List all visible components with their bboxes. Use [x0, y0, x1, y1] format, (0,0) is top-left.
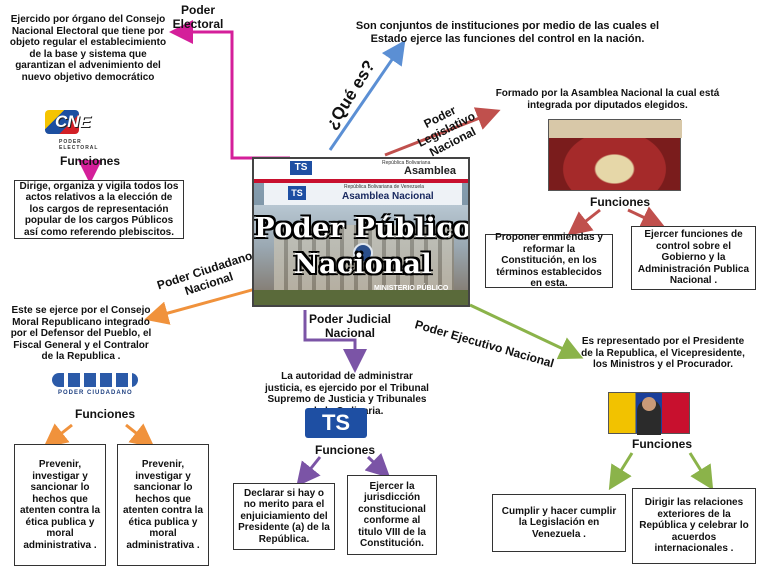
president-photo	[608, 392, 690, 435]
judicial-function-1: Declarar si hay o no merito para el enju…	[233, 483, 335, 550]
asamblea-photo	[548, 119, 682, 191]
center-title-line1: Poder Público	[254, 213, 470, 244]
banner-top-right-small: República Bolivariana	[382, 160, 431, 166]
legislativo-function-1: Proponer enmiendas y reformar la Constit…	[485, 232, 613, 289]
banner-small: República Bolivariana de Venezuela	[344, 184, 425, 190]
ejecutivo-function-1: Cumplir y hacer cumplir la Legislación e…	[492, 494, 626, 552]
que-es-definition: Son conjuntos de instituciones por medio…	[355, 20, 660, 45]
ciudadano-connector	[144, 283, 271, 325]
ciudadano-function-1: Prevenir, investigar y sancionar lo hech…	[14, 444, 106, 566]
cne-logo-caption: PODER ELECTORAL	[59, 139, 99, 151]
ciudadano-function-2: Prevenir, investigar y sancionar lo hech…	[117, 444, 209, 566]
tsj-logo: TS	[305, 408, 367, 438]
ejecutivo-connector	[469, 303, 584, 360]
building-sign: MINISTERIO PÚBLICO	[374, 285, 449, 292]
ciudadano-logo-caption: PODER CIUDADANO	[58, 390, 133, 396]
top-banner: TS República Bolivariana Asamblea	[254, 159, 468, 179]
cne-logo-text: CNE	[55, 112, 91, 131]
tsj-logo-small: TS	[290, 161, 312, 175]
banner-top-right: Asamblea	[404, 165, 456, 177]
banner-text: Asamblea Nacional	[342, 191, 434, 202]
center-title-line2: Nacional	[293, 249, 433, 280]
ejecutivo-function-2: Dirigir las relaciones exteriores de la …	[632, 488, 756, 564]
legislativo-function-2: Ejercer funciones de control sobre el Go…	[631, 226, 756, 290]
ciudadano-logo: PODER CIUDADANO	[52, 373, 138, 401]
electoral-title: Poder Electoral	[172, 3, 224, 31]
electoral-funciones-label: Funciones	[59, 154, 120, 168]
ciudadano-description: Este se ejerce por el Consejo Moral Repu…	[10, 305, 152, 362]
electoral-function-1: Dirige, organiza y vigila todos los acto…	[14, 180, 184, 239]
legislativo-funciones-label: Funciones	[589, 195, 650, 209]
ejecutivo-description: Es representado por el Presidente de la …	[581, 336, 745, 370]
legislativo-connector	[384, 107, 501, 157]
asamblea-banner: TS República Bolivariana de Venezuela As…	[264, 183, 462, 205]
ciudadano-funciones-label: Funciones	[74, 407, 135, 421]
cne-logo: CNE PODER ELECTORAL	[45, 108, 123, 151]
judicial-connector	[303, 310, 367, 373]
legislativo-description: Formado por la Asamblea Nacional la cual…	[495, 88, 720, 111]
que-es-connector	[328, 40, 406, 151]
judicial-funciones-label: Funciones	[314, 443, 375, 457]
judicial-function-2: Ejercer la jurisdicción constitucional c…	[347, 475, 437, 555]
tsj-logo-mini: TS	[288, 186, 306, 200]
judicial-title: Poder Judicial Nacional	[308, 312, 392, 340]
electoral-connector	[169, 20, 290, 160]
seal-icon	[353, 243, 373, 263]
ejecutivo-funciones-label: Funciones	[631, 437, 692, 451]
center-image: TS República Bolivariana Asamblea TS Rep…	[252, 157, 470, 307]
electoral-description: Ejercido por órgano del Consejo Nacional…	[9, 14, 167, 83]
